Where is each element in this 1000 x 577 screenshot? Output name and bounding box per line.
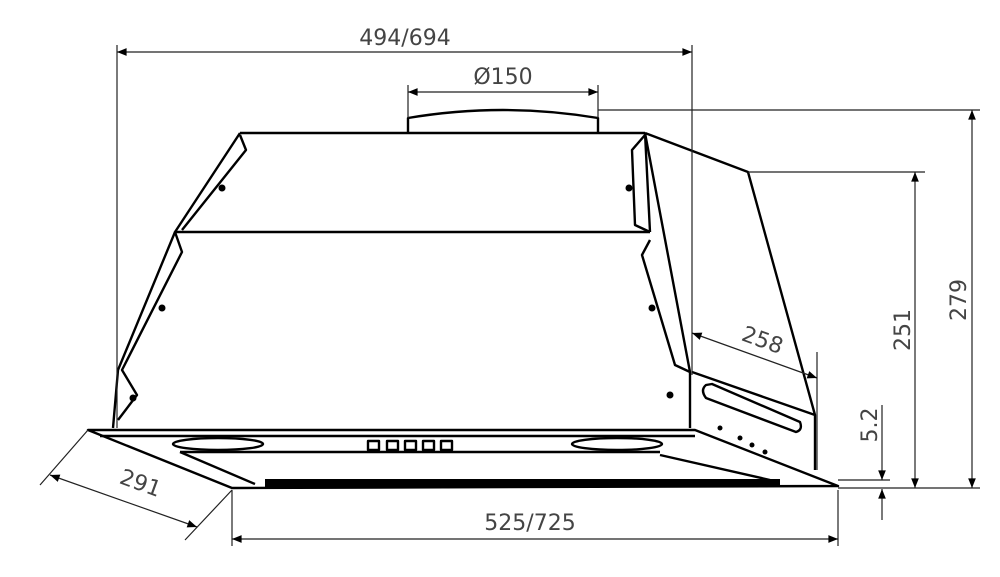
dimension-front-depth: 291 bbox=[39, 429, 233, 541]
right-side bbox=[643, 132, 692, 428]
dim-label-body-height: 251 bbox=[891, 309, 916, 351]
hood-body bbox=[111, 108, 817, 470]
screw-dots bbox=[129, 184, 768, 455]
dimension-duct: Ø150 bbox=[407, 65, 599, 118]
left-side bbox=[111, 231, 177, 429]
light-left bbox=[171, 436, 265, 452]
dimension-plate-width: 525/725 bbox=[231, 490, 839, 546]
dim-label-total-height: 279 bbox=[947, 279, 972, 321]
dim-label-overall-width: 494/694 bbox=[359, 26, 450, 51]
dimension-total-height: 279 bbox=[598, 109, 980, 489]
control-buttons[interactable] bbox=[366, 439, 454, 452]
bottom-plate bbox=[86, 428, 840, 490]
dimension-side-depth: 258 bbox=[691, 322, 818, 470]
dim-label-plate-thickness: 5.2 bbox=[858, 408, 883, 443]
left-lower-flap bbox=[117, 231, 184, 421]
right-upper-flap bbox=[630, 134, 651, 234]
dimension-plate-thickness: 5.2 bbox=[838, 405, 890, 520]
dim-label-plate-width: 525/725 bbox=[484, 511, 575, 536]
side-panel bbox=[644, 131, 817, 470]
light-right bbox=[570, 436, 664, 452]
duct-collar bbox=[406, 108, 600, 133]
dim-label-side-depth: 258 bbox=[738, 322, 786, 360]
dimension-overall-width: 494/694 bbox=[116, 26, 693, 428]
left-upper-flap bbox=[181, 134, 248, 231]
side-handle bbox=[701, 382, 803, 434]
dim-label-front-depth: 291 bbox=[116, 465, 164, 503]
right-lower-flap bbox=[640, 239, 691, 374]
dim-label-duct: Ø150 bbox=[473, 65, 532, 90]
dimension-body-height: 251 bbox=[748, 171, 925, 488]
